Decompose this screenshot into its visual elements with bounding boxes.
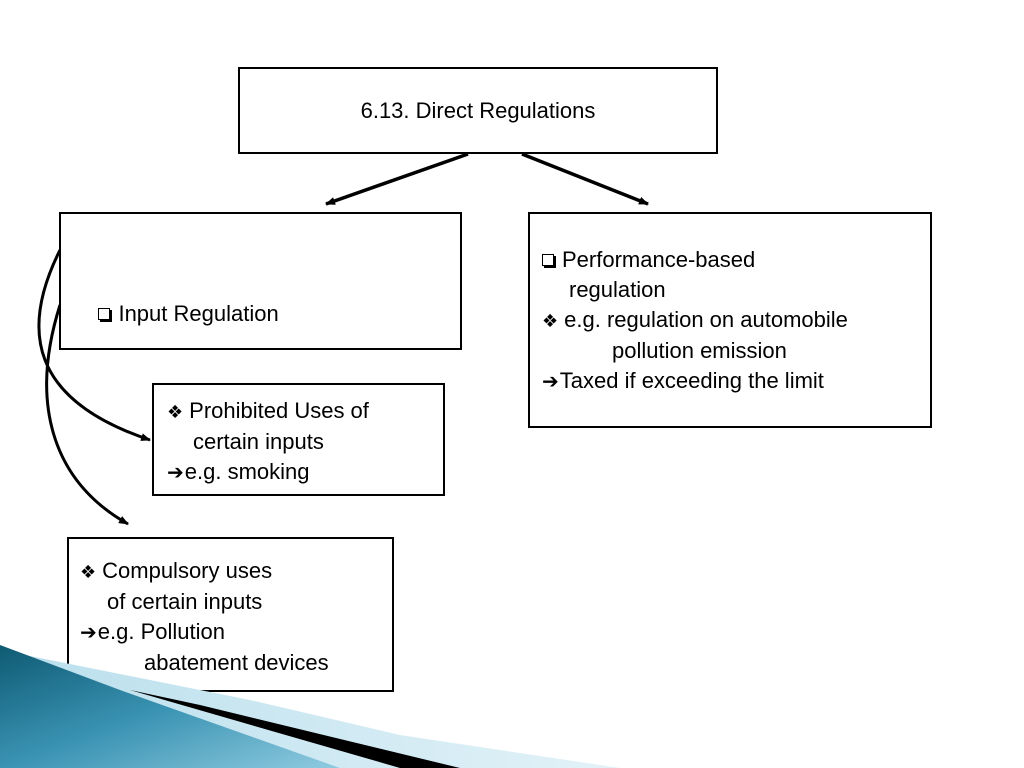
prohibited-uses-box: ❖Prohibited Uses of certain inputs ➔e.g.…	[152, 383, 445, 496]
title-box: 6.13. Direct Regulations	[238, 67, 718, 154]
compulsory-line-3: e.g. Pollution	[97, 619, 225, 644]
checkbox-bullet-icon	[98, 308, 111, 320]
performance-line-5: Taxed if exceeding the limit	[559, 368, 824, 393]
right-arrow-icon: ➔	[167, 462, 184, 484]
performance-regulation-box: Performance-based regulation ❖e.g. regul…	[528, 212, 932, 428]
performance-line-4: pollution emission	[612, 338, 787, 363]
performance-line-1: Performance-based	[562, 247, 756, 272]
prohibited-line-3: e.g. smoking	[184, 459, 310, 484]
arrow-to-input-regulation	[325, 152, 469, 206]
compulsory-line-2: of certain inputs	[107, 589, 263, 614]
arrow-to-performance-regulation	[521, 152, 649, 206]
compulsory-line-1: Compulsory uses	[102, 558, 273, 583]
right-arrow-icon: ➔	[542, 371, 559, 393]
diamond-bullet-icon: ❖	[167, 402, 184, 422]
performance-line-3: e.g. regulation on automobile	[564, 307, 848, 332]
diamond-bullet-icon: ❖	[80, 562, 97, 582]
arrow-to-compulsory-uses	[45, 304, 129, 526]
compulsory-line-4: abatement devices	[144, 650, 329, 675]
performance-line-2: regulation	[569, 277, 666, 302]
prohibited-line-2: certain inputs	[193, 429, 324, 454]
input-regulation-box: Input Regulation	[59, 212, 462, 350]
right-arrow-icon: ➔	[80, 622, 97, 644]
arrow-to-prohibited-uses	[37, 249, 151, 442]
checkbox-bullet-icon	[542, 254, 554, 266]
input-regulation-label: Input Regulation	[118, 301, 279, 326]
compulsory-uses-box: ❖Compulsory uses of certain inputs ➔e.g.…	[67, 537, 394, 692]
prohibited-line-1: Prohibited Uses of	[189, 398, 369, 423]
diamond-bullet-icon: ❖	[542, 311, 559, 331]
decorative-corner-swoosh	[0, 645, 620, 768]
title-text: 6.13. Direct Regulations	[360, 97, 596, 123]
